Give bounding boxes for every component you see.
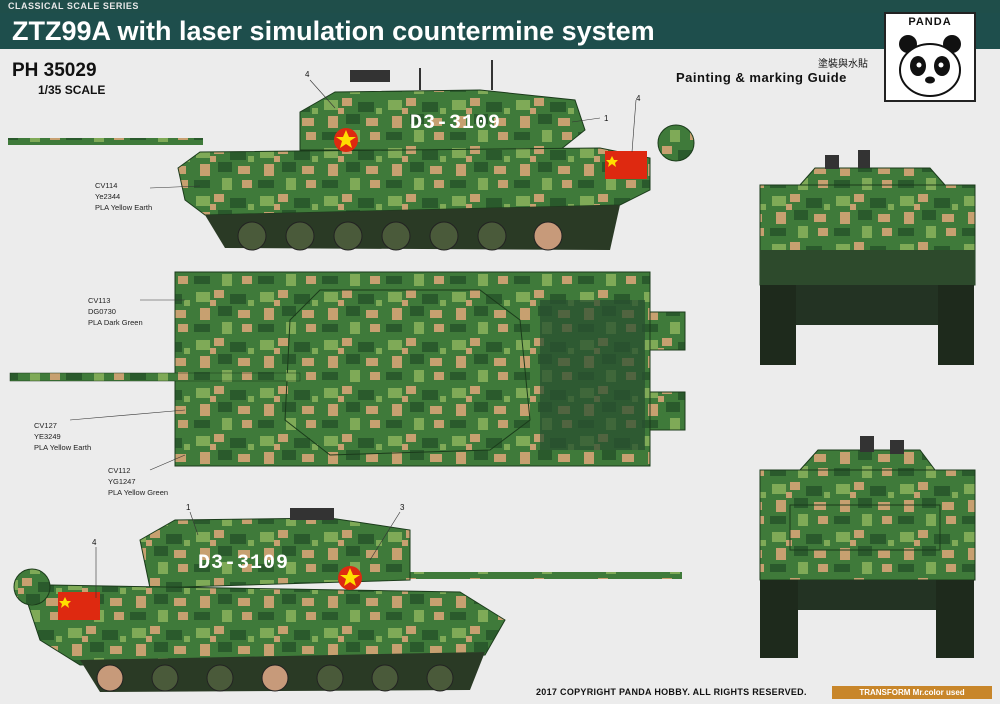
series-banner: CLASSICAL SCALE SERIES xyxy=(0,0,1000,13)
callout-4-top: 4 xyxy=(636,94,641,103)
page-title: ZTZ99A with laser simulation countermine… xyxy=(12,16,655,46)
cn-label: 塗裝與水貼 xyxy=(818,59,868,70)
panda-face-icon xyxy=(899,35,961,97)
callout-3-bottom: 3 xyxy=(400,503,405,512)
hull-number-top: D3-3109 xyxy=(410,112,502,135)
product-code: PH 35029 xyxy=(12,60,97,81)
hull-number-bottom: D3-3109 xyxy=(198,552,290,575)
transform-badge: TRANSFORM Mr.color used xyxy=(832,686,992,699)
callout-3-top: 4 xyxy=(305,70,310,79)
brand-name: PANDA xyxy=(908,16,952,28)
side-view-top xyxy=(8,60,695,251)
scale-label: 1/35 SCALE xyxy=(38,83,106,97)
copyright-text: 2017 COPYRIGHT PANDA HOBBY. ALL RIGHTS R… xyxy=(536,687,807,697)
series-label: CLASSICAL SCALE SERIES xyxy=(8,1,139,11)
panda-logo: PANDA xyxy=(884,12,976,102)
guide-label: Painting & marking Guide xyxy=(676,70,847,85)
top-view xyxy=(9,271,686,471)
title-bar: ZTZ99A with laser simulation countermine… xyxy=(0,13,1000,49)
callout-1-bottom: 1 xyxy=(186,503,191,512)
side-view-bottom xyxy=(13,508,682,692)
front-view xyxy=(759,150,976,365)
callout-1-top: 1 xyxy=(604,114,609,123)
callout-4-bottom: 4 xyxy=(92,538,97,547)
rear-view xyxy=(759,436,976,658)
